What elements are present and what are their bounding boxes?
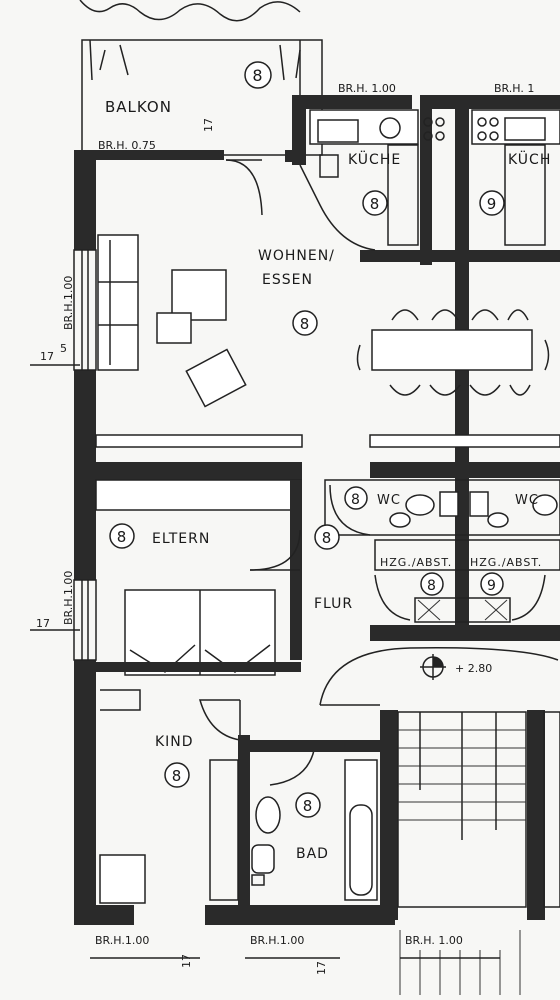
dim-mark-5-upper: 5 xyxy=(60,342,67,355)
hzg-neighbor-number: 9 xyxy=(487,578,497,594)
armchair xyxy=(185,348,247,408)
bad-room xyxy=(251,759,378,901)
sofa xyxy=(97,234,139,371)
room-label-kueche-neighbor: KÜCH xyxy=(508,150,551,168)
dim-top-neighbor: BR.H. 1 xyxy=(494,82,534,95)
kind-number: 8 xyxy=(172,767,183,785)
dim-balkon: BR.H. 0.75 xyxy=(98,139,156,152)
dim-bottom-bad: BR.H.1.00 xyxy=(250,934,304,947)
room-label-wc-neighbor: WC xyxy=(515,493,539,508)
outer-walls xyxy=(74,95,560,925)
room-label-wc: WC xyxy=(377,493,401,508)
dim-left-eltern: BR.H.1.00 xyxy=(62,571,75,625)
room-label-hzg: HZG./ABST. xyxy=(380,556,452,569)
room-label-balkon: BALKON xyxy=(105,98,172,116)
dim-mark-17-balkon: 17 xyxy=(202,118,215,132)
room-label-hzg-neighbor: HZG./ABST. xyxy=(470,556,542,569)
room-label-wohnen: WOHNEN/ xyxy=(258,248,335,264)
dim-mark-17-bottom-right: 17 xyxy=(315,961,328,975)
room-label-flur: FLUR xyxy=(314,596,353,612)
left-windows xyxy=(73,249,97,661)
eltern-number: 8 xyxy=(117,528,128,546)
room-label-kueche: KÜCHE xyxy=(348,150,401,168)
kitchen-counters xyxy=(309,109,560,246)
level-marker xyxy=(420,654,446,680)
side-table xyxy=(156,312,192,344)
dining-table xyxy=(356,309,550,396)
balkon-number: 8 xyxy=(252,66,263,85)
room-label-essen: ESSEN xyxy=(262,272,313,288)
staircase xyxy=(397,711,560,995)
room-label-bad: BAD xyxy=(296,846,329,862)
kitchen-door-arc xyxy=(299,164,376,251)
kueche-neighbor-number: 9 xyxy=(487,195,498,213)
dim-mark-17-upper: 17 xyxy=(40,350,54,363)
kind-door-arc xyxy=(199,699,241,741)
wohnen-number: 8 xyxy=(300,315,311,333)
dim-bottom-stair: BR.H. 1.00 xyxy=(405,934,463,947)
dim-mark-17-bottom: 17 xyxy=(180,954,193,968)
level-text: + 2.80 xyxy=(455,662,492,675)
eltern-room xyxy=(95,479,302,676)
dim-left-living: BR.H.1.00 xyxy=(62,276,75,330)
wc-block xyxy=(324,479,560,641)
dim-mark-17-lower: 17 xyxy=(36,617,50,630)
balcony-door-arc xyxy=(225,159,263,216)
kind-room xyxy=(99,689,239,904)
flur-landing-arc xyxy=(319,647,559,706)
wc-number: 8 xyxy=(351,492,361,508)
flur-number: 8 xyxy=(322,529,333,547)
dim-bottom-kind: BR.H.1.00 xyxy=(95,934,149,947)
dimension-lines xyxy=(30,364,500,959)
room-label-kind: KIND xyxy=(155,734,194,750)
coffee-table xyxy=(171,269,227,321)
hedge-drawing xyxy=(79,0,301,81)
dim-top-kitchen: BR.H. 1.00 xyxy=(338,82,396,95)
bad-number: 8 xyxy=(303,797,314,815)
circle-markers xyxy=(109,61,505,818)
room-label-eltern: ELTERN xyxy=(152,531,210,547)
hzg-number: 8 xyxy=(427,578,437,594)
living-bedroom-wall xyxy=(95,434,560,480)
kueche-number: 8 xyxy=(370,195,381,213)
